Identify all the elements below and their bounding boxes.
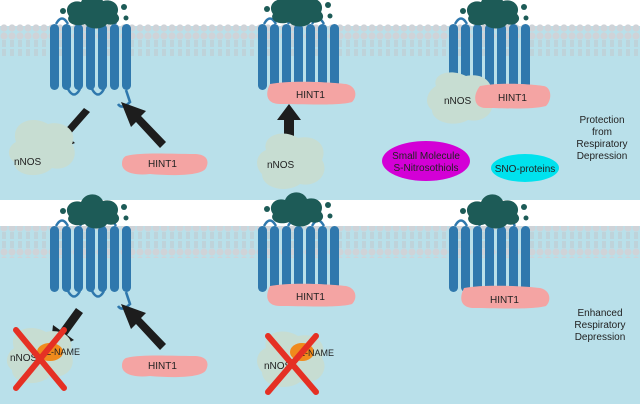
sno-proteins-ellipse xyxy=(491,154,559,182)
arrow-from-hint1 xyxy=(121,102,166,148)
hint1-label-5: HINT1 xyxy=(296,292,325,303)
enhanced-label-line1: Enhanced xyxy=(577,308,622,319)
nnos-protein-3 xyxy=(427,72,493,124)
hint1-label-6: HINT1 xyxy=(490,295,519,306)
protection-label-line1: Protection xyxy=(579,115,624,126)
inhibition-cross-1 xyxy=(13,327,67,391)
hint1-protein-4 xyxy=(122,355,208,378)
sno-proteins-label: SNO-proteins xyxy=(495,164,556,175)
inhibition-cross-2 xyxy=(265,333,319,395)
arrow-from-hint1-bottom xyxy=(121,304,166,350)
enhanced-label-line2: Respiratory xyxy=(574,320,625,331)
l-name-label-2: L-NAME xyxy=(300,348,334,358)
hint1-label-2: HINT1 xyxy=(296,90,325,101)
hint1-label-3: HINT1 xyxy=(498,93,527,104)
hint1-protein-5 xyxy=(267,283,356,307)
arrow-nnos-to-hint1 xyxy=(277,104,301,141)
panel-divider xyxy=(0,200,640,203)
enhanced-label-line3: Depression xyxy=(575,332,626,343)
small-molecule-label-line1: Small Molecule xyxy=(392,151,460,162)
hint1-protein-3 xyxy=(475,83,551,109)
nnos-label-1: nNOS xyxy=(14,157,42,168)
protection-label-line3: Respiratory xyxy=(576,139,627,150)
l-name-label-1: L-NAME xyxy=(46,347,80,357)
small-molecule-snos-ellipse xyxy=(382,141,470,181)
nnos-label-5: nNOS xyxy=(264,361,292,372)
nnos-label-4: nNOS xyxy=(10,353,38,364)
opioid-receptor-6 xyxy=(447,219,532,298)
nnos-protein-2 xyxy=(257,133,325,189)
nnos-label-3: nNOS xyxy=(444,96,472,107)
protection-label-line4: Depression xyxy=(577,151,628,162)
protection-label-line2: from xyxy=(592,127,612,138)
hint1-label-1: HINT1 xyxy=(148,159,177,170)
hint1-protein-6 xyxy=(461,285,550,309)
hint1-protein-1 xyxy=(122,153,208,176)
small-molecule-label-line2: S-Nitrosothiols xyxy=(393,163,458,174)
nnos-protein-1 xyxy=(8,120,75,176)
hint1-label-4: HINT1 xyxy=(148,361,177,372)
nnos-label-2: nNOS xyxy=(267,160,295,171)
hint1-protein-2 xyxy=(267,81,356,105)
